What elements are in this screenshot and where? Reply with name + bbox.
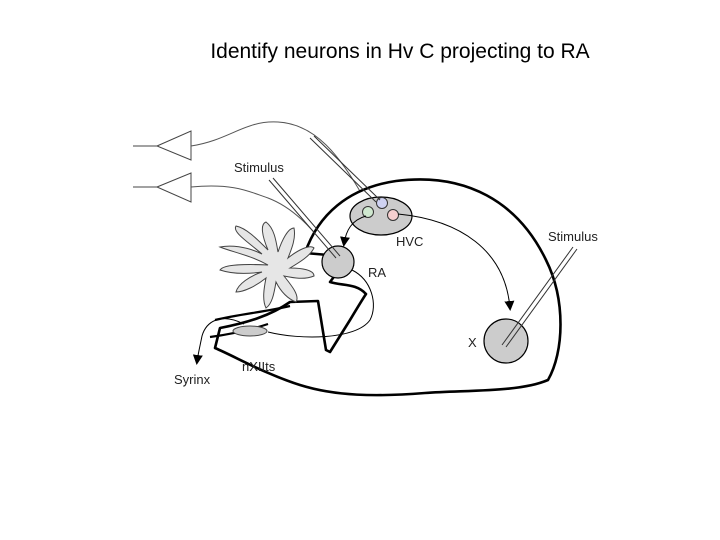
ra-to-nxiits-path (267, 269, 374, 338)
x-nucleus (483, 318, 529, 364)
nxiits-to-syrinx-arrow (192, 318, 245, 365)
cerebellum (218, 221, 315, 309)
stimulus-electrode-left-b (272, 177, 341, 257)
recording-electrode-b (313, 135, 381, 201)
neuron-blue (376, 197, 388, 209)
recording-electrode-a (309, 137, 377, 203)
ra-nucleus (321, 245, 355, 279)
stimulus-electrode-right-a (501, 246, 574, 346)
hvc-to-x-arrow (397, 213, 515, 311)
neuron-red (387, 209, 399, 221)
label-stimulus-left: Stimulus (234, 160, 284, 175)
stimulus-electrode-left-a (268, 179, 337, 259)
label-nxiits: nXIIts (242, 359, 276, 374)
amplifier-bottom (133, 172, 192, 203)
label-x: X (468, 335, 477, 350)
brain-outline (213, 178, 562, 397)
recording-wire-top (190, 121, 366, 201)
nxiits-nucleus (232, 325, 268, 337)
label-ra: RA (368, 265, 386, 280)
stimulus-electrode-right-b (505, 248, 578, 348)
label-syrinx: Syrinx (174, 372, 211, 387)
label-stimulus-right: Stimulus (548, 229, 598, 244)
hvc-to-ra-arrow (340, 215, 367, 247)
label-hvc: HVC (396, 234, 423, 249)
neuron-green (362, 206, 374, 218)
amplifier-top (133, 130, 192, 161)
slide-title: Identify neurons in Hv C projecting to R… (210, 40, 590, 63)
